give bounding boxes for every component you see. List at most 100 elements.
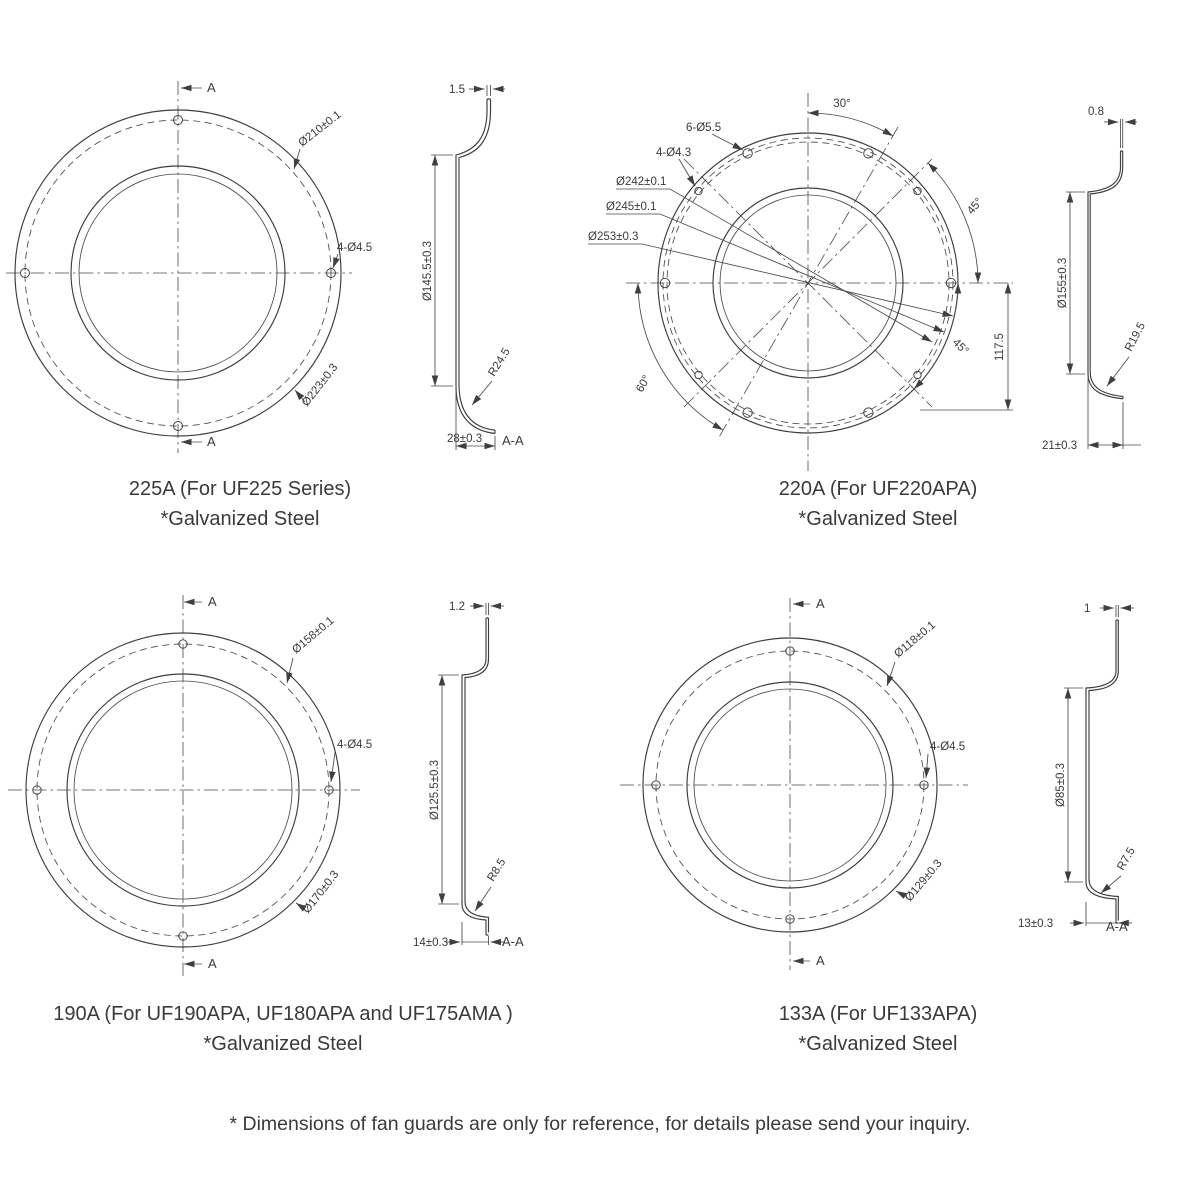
diagonal-45deg-line bbox=[683, 158, 933, 408]
caption-title-133a: 133A (For UF133APA) bbox=[778, 1003, 978, 1025]
bolt-circle-dia-label: Ø210±0.1 bbox=[296, 109, 343, 150]
section-profile-ends bbox=[487, 98, 496, 434]
outer-dia-label: Ø253±0.3 bbox=[588, 231, 638, 243]
opening-lip-circle bbox=[70, 165, 286, 381]
leader-line bbox=[474, 886, 492, 912]
extension-line bbox=[431, 154, 453, 387]
angle-arc-45-lower bbox=[913, 282, 962, 390]
opening-inner-circle bbox=[73, 680, 293, 900]
footnote: * Dimensions of fan guards are only for … bbox=[229, 1113, 971, 1135]
section-label-bottom: A bbox=[816, 953, 825, 968]
angle-60-label: 60° bbox=[634, 373, 653, 394]
bolt-hole bbox=[785, 914, 795, 924]
section-profile-inner bbox=[1089, 151, 1124, 398]
extension-line bbox=[1087, 378, 1124, 449]
drawing-190a: A A Ø158±0.1 4-Ø4.5 Ø170±0.3 1.2 Ø125.5±… bbox=[8, 594, 524, 976]
section-label-bottom: A bbox=[208, 956, 217, 971]
opening-inner-circle bbox=[693, 688, 887, 882]
leader-line bbox=[471, 380, 493, 406]
outer-dia-label: Ø129±0.3 bbox=[903, 858, 945, 904]
caption-title-220a: 220A (For UF220APA) bbox=[778, 478, 978, 500]
opening-lip-circle bbox=[66, 673, 300, 907]
thickness-label: 1.2 bbox=[449, 601, 465, 613]
drawing-225a: A A Ø210±0.1 4-Ø4.5 Ø223±0.3 1.5 Ø145.5±… bbox=[6, 80, 524, 453]
caption-material-225a: *Galvanized Steel bbox=[160, 508, 320, 530]
bolt-circle-245-label: Ø245±0.1 bbox=[606, 201, 656, 213]
flange-outer-circle bbox=[14, 109, 342, 437]
bolt-hole-55 bbox=[742, 148, 753, 159]
caption-material-220a: *Galvanized Steel bbox=[798, 508, 958, 530]
extension-line bbox=[1120, 119, 1124, 148]
extension-line bbox=[438, 674, 459, 905]
drawing-220a: 30° 45° 45° 60° 6-Ø5.5 4-Ø4.3 Ø242±0.1 Ø… bbox=[588, 93, 1148, 471]
section-label-top: A bbox=[207, 80, 216, 95]
depth-label: 13±0.3 bbox=[1018, 918, 1053, 930]
thickness-label: 0.8 bbox=[1088, 106, 1104, 118]
caption-133a: 133A (For UF133APA) *Galvanized Steel bbox=[668, 1003, 1088, 1056]
leader-line bbox=[678, 158, 696, 187]
front-view-133a: A A Ø118±0.1 4-Ø4.5 Ø129±0.3 bbox=[620, 596, 968, 970]
depth-label: 21±0.3 bbox=[1042, 440, 1077, 452]
caption-material-190a: *Galvanized Steel bbox=[203, 1033, 363, 1055]
extension-line bbox=[461, 922, 489, 945]
leader-line bbox=[923, 753, 931, 779]
caption-220a: 220A (For UF220APA) *Galvanized Steel bbox=[668, 478, 1088, 531]
section-profile-inner bbox=[458, 99, 496, 431]
section-view-220a: 0.8 Ø155±0.3 R19.5 21±0.3 bbox=[1042, 106, 1148, 452]
bolt-circle bbox=[36, 643, 330, 937]
opening-inner-circle bbox=[78, 173, 278, 373]
opening-dia-label: Ø155±0.3 bbox=[1057, 258, 1069, 308]
bolt-hole bbox=[178, 639, 188, 649]
section-profile-outer bbox=[1085, 620, 1117, 923]
angle-45-upper-label: 45° bbox=[965, 196, 985, 217]
bolt-hole bbox=[919, 780, 929, 790]
bolt-hole-55 bbox=[742, 407, 753, 418]
front-view-190a: A A Ø158±0.1 4-Ø4.5 Ø170±0.3 bbox=[8, 594, 372, 976]
thickness-label: 1 bbox=[1084, 603, 1090, 615]
section-profile-inner bbox=[464, 618, 490, 933]
flange-outer-circle bbox=[642, 637, 938, 933]
leader-line bbox=[286, 657, 294, 684]
caption-225a: 225A (For UF225 Series) *Galvanized Stee… bbox=[30, 478, 450, 531]
section-view-190a: 1.2 Ø125.5±0.3 R8.5 14±0.3 A-A bbox=[413, 601, 524, 949]
opening-dia-label: Ø125.5±0.3 bbox=[429, 760, 441, 820]
extension-line bbox=[486, 85, 491, 96]
section-profile-inner bbox=[1088, 620, 1119, 921]
holes-6-label: 6-Ø5.5 bbox=[686, 122, 721, 134]
outer-dia-label: Ø170±0.3 bbox=[301, 869, 342, 916]
leader-line bbox=[332, 253, 340, 269]
opening-dia-label: Ø85±0.3 bbox=[1055, 763, 1067, 807]
holes-label: 4-Ø4.5 bbox=[337, 242, 372, 254]
holes-label: 4-Ø4.5 bbox=[930, 741, 965, 753]
section-label-bottom: A bbox=[207, 434, 216, 449]
front-view-220a: 30° 45° 45° 60° 6-Ø5.5 4-Ø4.3 Ø242±0.1 Ø… bbox=[588, 93, 1013, 471]
bolt-hole bbox=[785, 646, 795, 656]
bolt-circle-dia-label: Ø158±0.1 bbox=[290, 615, 336, 657]
opening-lip-circle bbox=[686, 681, 894, 889]
section-name-label: A-A bbox=[502, 433, 524, 448]
caption-title-225a: 225A (For UF225 Series) bbox=[128, 478, 352, 500]
holes-label: 4-Ø4.5 bbox=[337, 739, 372, 751]
bolt-hole-43 bbox=[694, 186, 703, 196]
caption-title-190a: 190A (For UF190APA, UF180APA and UF175AM… bbox=[53, 1003, 513, 1025]
bolt-circle-dia-label: Ø118±0.1 bbox=[892, 619, 938, 660]
angle-arc-30 bbox=[807, 109, 894, 137]
extension-line bbox=[485, 603, 489, 615]
bolt-hole bbox=[324, 785, 334, 795]
depth-label: 14±0.3 bbox=[413, 937, 448, 949]
bolt-circle-242-label: Ø242±0.1 bbox=[616, 176, 666, 188]
leader-line bbox=[1106, 356, 1130, 387]
bolt-hole bbox=[326, 268, 336, 278]
lip-radius-label: R8.5 bbox=[485, 857, 508, 884]
outer-dia-label: Ø223±0.3 bbox=[300, 362, 341, 409]
lip-radius-label: R24.5 bbox=[486, 346, 512, 378]
opening-dia-label: Ø145.5±0.3 bbox=[422, 241, 434, 301]
extension-line bbox=[455, 390, 496, 450]
bolt-hole bbox=[651, 780, 661, 790]
leader-line bbox=[711, 133, 744, 151]
leader-line bbox=[1100, 875, 1122, 894]
section-profile-ends bbox=[486, 617, 489, 936]
caption-190a: 190A (For UF190APA, UF180APA and UF175AM… bbox=[13, 1003, 553, 1056]
thickness-label: 1.5 bbox=[449, 84, 465, 96]
leader-line bbox=[295, 902, 307, 912]
